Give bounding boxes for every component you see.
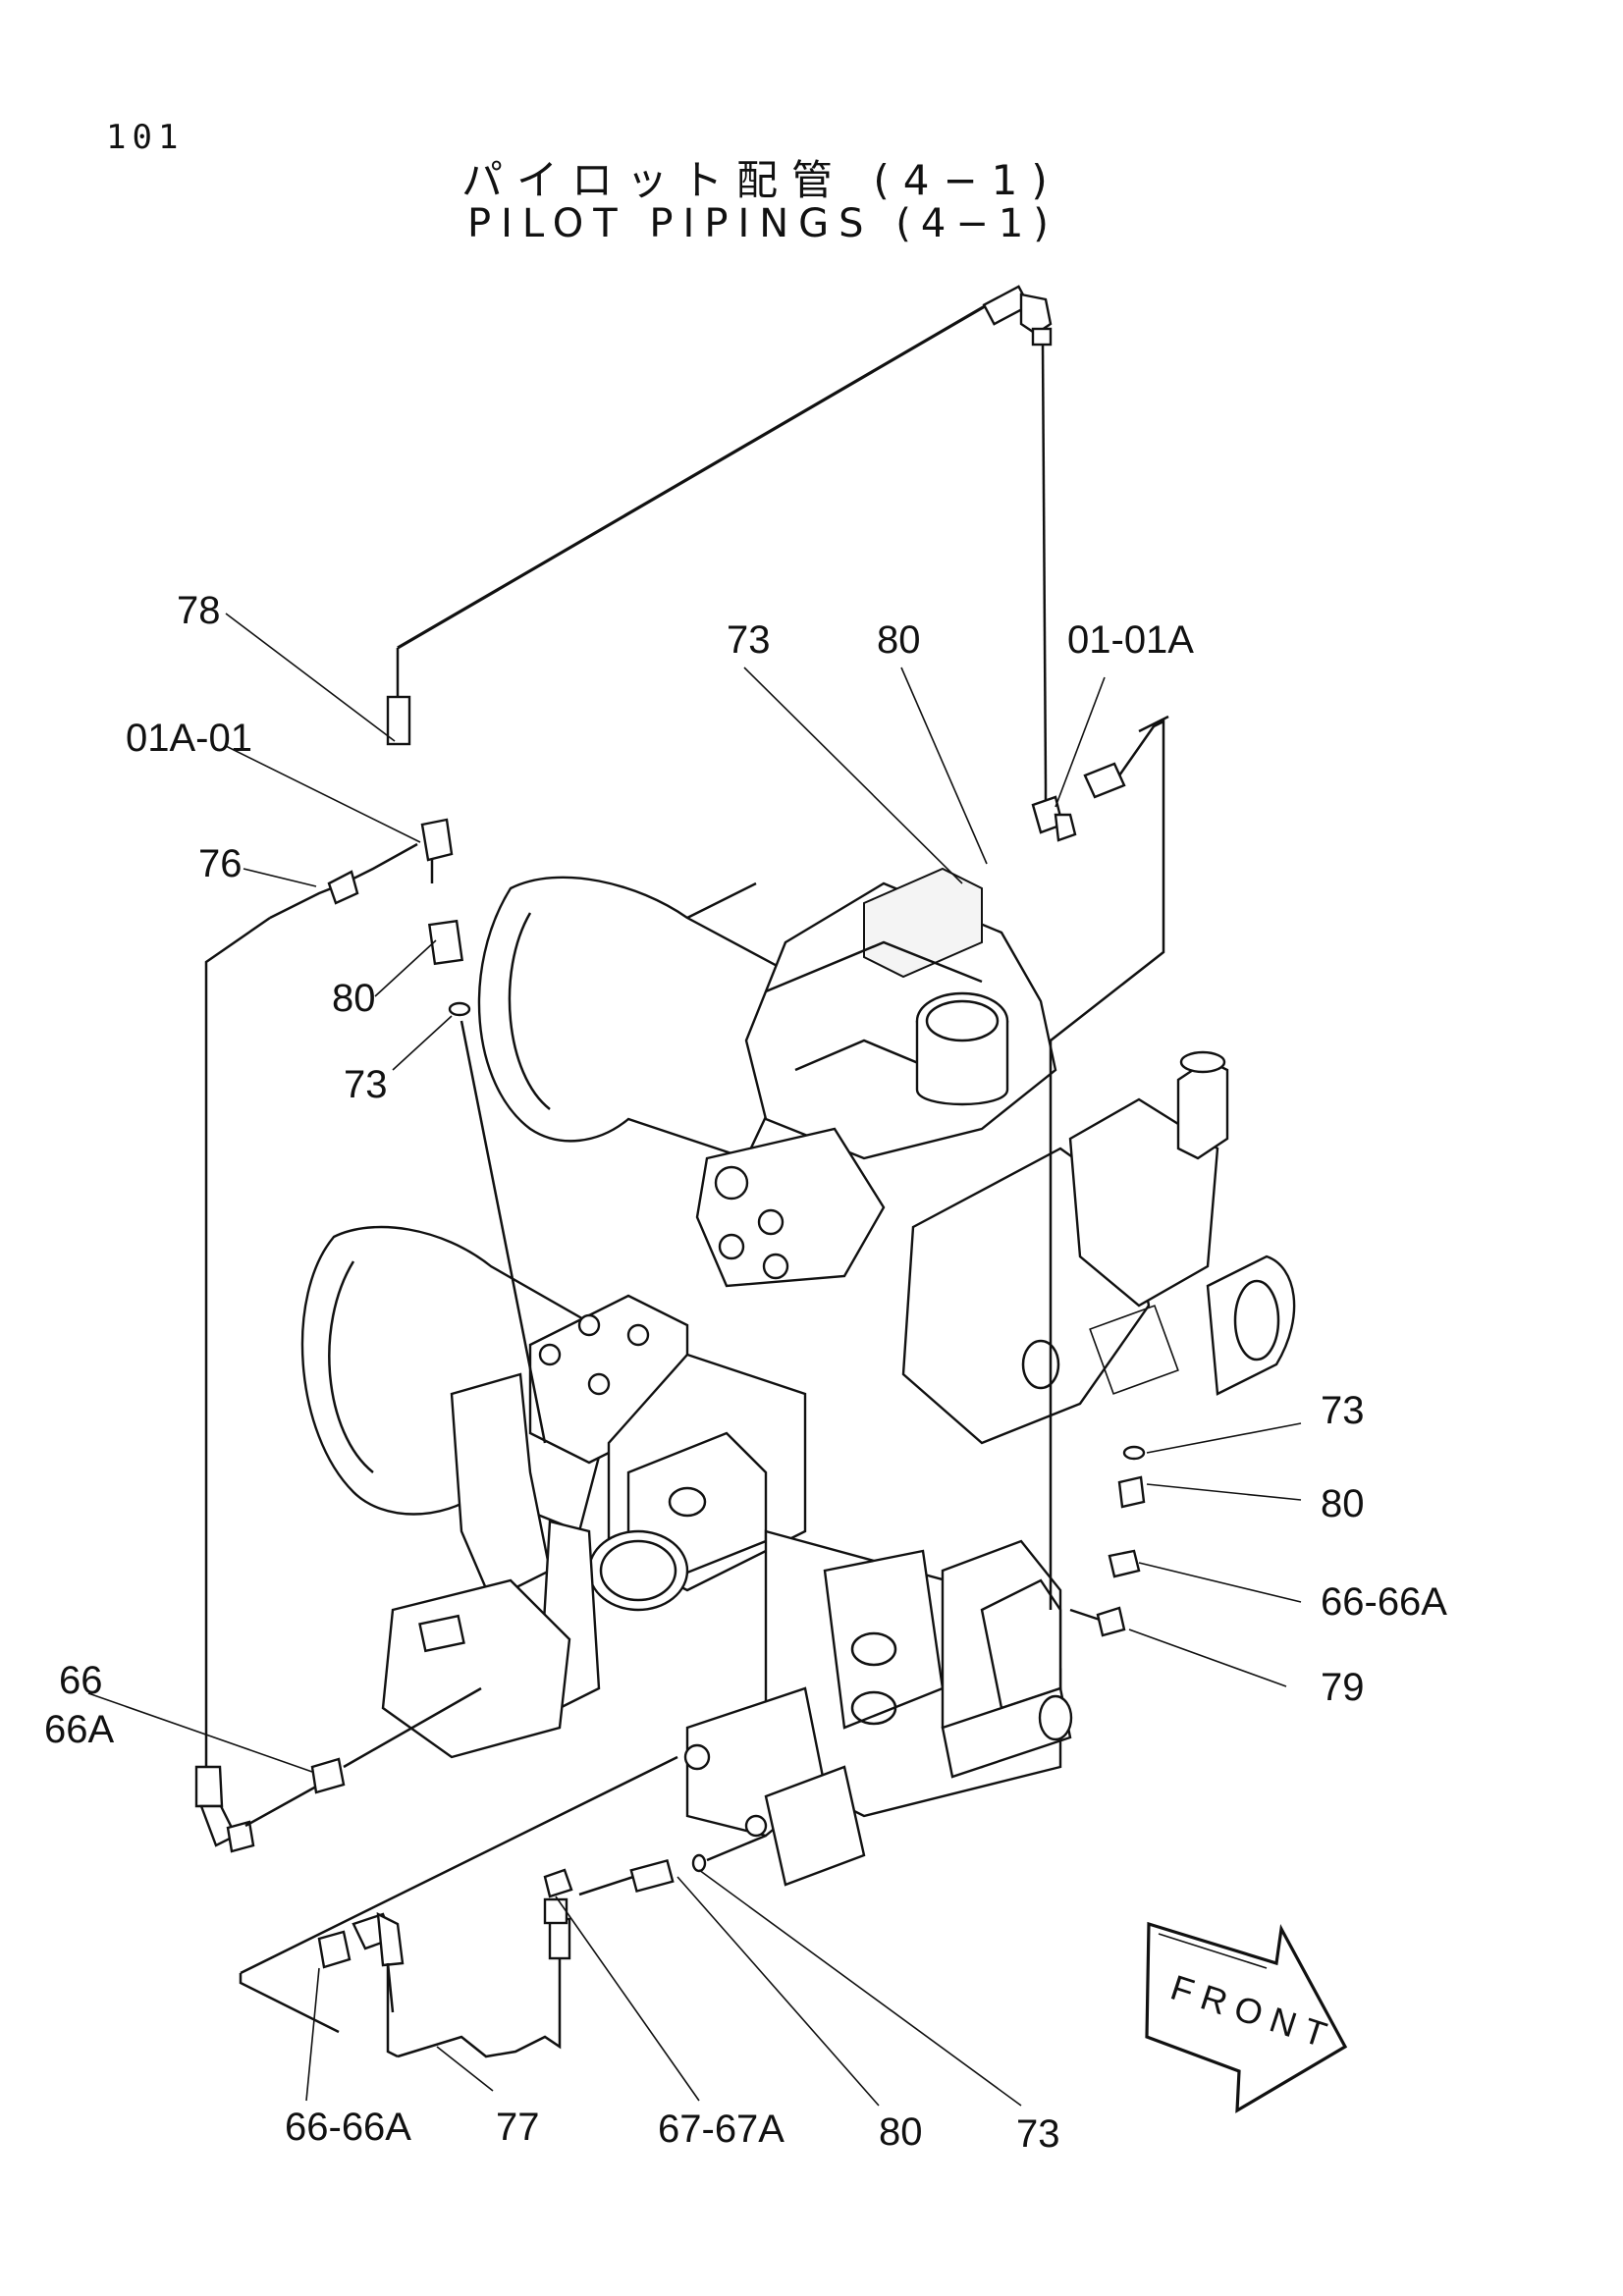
front-direction-arrow: FRONT (1145, 1921, 1348, 2113)
callout-73-bottom: 73 (1016, 2112, 1060, 2156)
callout-77: 77 (496, 2106, 540, 2149)
callout-leader-lines (87, 613, 1302, 2107)
callout-01a-01: 01A-01 (126, 717, 252, 760)
callout-66-66a-bottom: 66-66A (285, 2106, 411, 2149)
callout-73-top: 73 (727, 618, 771, 662)
callout-73-left: 73 (344, 1063, 388, 1106)
callout-67-67a: 67-67A (658, 2108, 784, 2151)
callout-73-right: 73 (1321, 1389, 1365, 1432)
callout-80-bottom: 80 (879, 2110, 923, 2154)
upper-pump-assembly (477, 867, 1296, 1445)
title-english: PILOT PIPINGS (4−1) (467, 201, 1058, 246)
callout-01-01a: 01-01A (1067, 618, 1194, 662)
callout-80-left: 80 (332, 977, 376, 1020)
front-label: FRONT (1166, 1967, 1341, 2058)
callout-78: 78 (177, 589, 221, 632)
callout-66a: 66A (44, 1708, 114, 1751)
lower-pump-assembly (300, 1225, 1073, 1887)
title-japanese: パイロット配管 (4−1) (461, 156, 1061, 204)
callout-80-right: 80 (1321, 1482, 1365, 1525)
callout-79: 79 (1321, 1666, 1365, 1709)
pilot-pipe-lines (194, 285, 1169, 2058)
callout-labels: 78 01A-01 76 80 73 73 80 01-01A 73 80 66… (44, 589, 1447, 2156)
callout-66: 66 (59, 1659, 103, 1702)
page-number: 101 (106, 118, 185, 157)
callout-80-top: 80 (877, 618, 921, 662)
callout-76: 76 (198, 842, 243, 885)
callout-66-66a-right: 66-66A (1321, 1580, 1447, 1624)
